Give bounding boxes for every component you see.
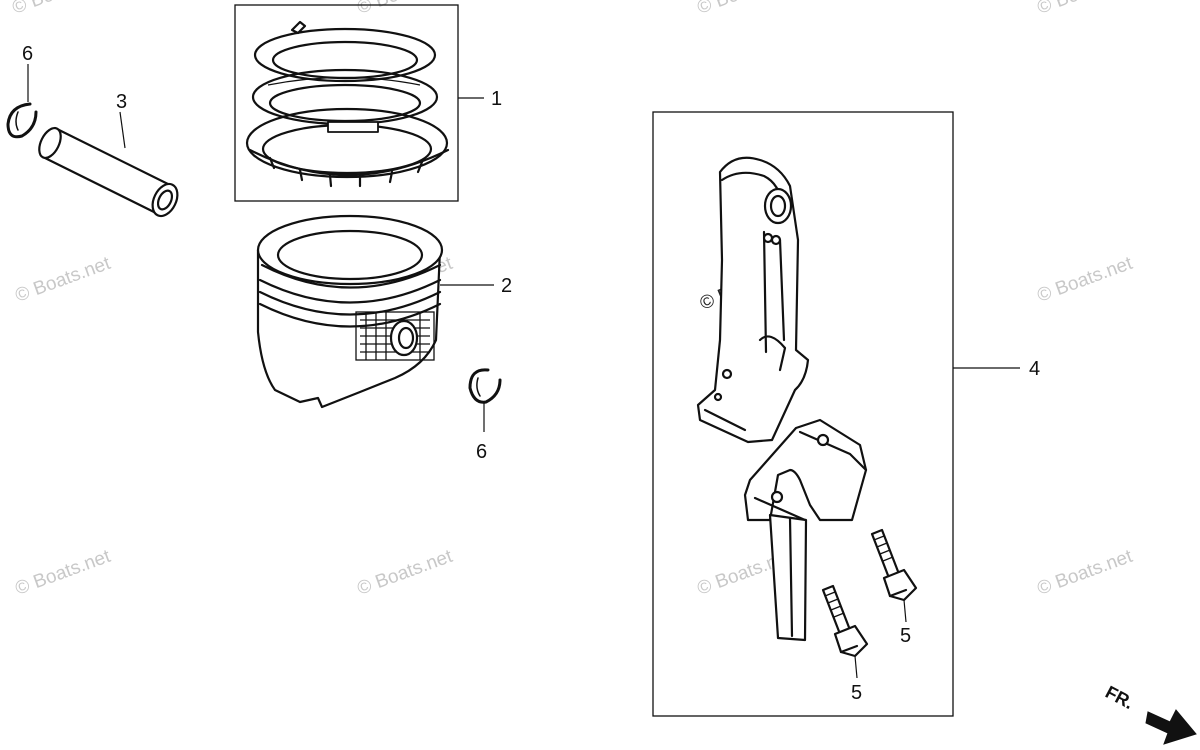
callout-rod-bolt-lower: 5 bbox=[851, 682, 862, 704]
watermark: © Boats.net bbox=[355, 546, 456, 600]
rod-bolt-upper bbox=[870, 528, 918, 602]
callout-rod-bolt-upper: 5 bbox=[900, 625, 911, 647]
watermark-layer: © Boats.net © Boats.net © Boats.net © Bo… bbox=[10, 0, 1136, 600]
connecting-rod-assembly bbox=[652, 111, 954, 717]
piston-pin-clip-left bbox=[6, 102, 38, 139]
callout-pin-clip-left: 6 bbox=[22, 43, 33, 65]
callout-piston: 2 bbox=[501, 275, 512, 297]
watermark: © Boats.net bbox=[695, 0, 796, 19]
front-direction-label: FR. bbox=[1102, 682, 1137, 713]
piston-ring-set bbox=[234, 4, 459, 202]
piston bbox=[256, 214, 444, 409]
front-arrow-icon bbox=[1145, 709, 1197, 745]
callout-piston-pin: 3 bbox=[116, 91, 127, 113]
watermark: © Boats.net bbox=[13, 253, 114, 307]
watermark: © Boats.net bbox=[1035, 0, 1136, 19]
watermark: © Boats.net bbox=[355, 0, 456, 19]
piston-pin bbox=[38, 126, 179, 218]
watermark: © Boats.net bbox=[1035, 253, 1136, 307]
watermark: © Boats.net bbox=[13, 546, 114, 600]
leader-lines bbox=[27, 64, 1020, 679]
callout-pin-clip-right: 6 bbox=[476, 441, 487, 463]
callout-piston-ring-set: 1 bbox=[491, 88, 502, 110]
callout-connecting-rod-assembly: 4 bbox=[1029, 358, 1040, 380]
front-direction-indicator: FR. bbox=[1102, 682, 1197, 745]
piston-pin-clip-right bbox=[468, 368, 502, 404]
watermark: © Boats.net bbox=[10, 0, 111, 19]
callout-labels: 1 2 3 4 5 5 6 6 bbox=[22, 43, 1040, 704]
watermark: © Boats.net bbox=[1035, 546, 1136, 600]
rod-bolt-lower bbox=[821, 584, 869, 658]
